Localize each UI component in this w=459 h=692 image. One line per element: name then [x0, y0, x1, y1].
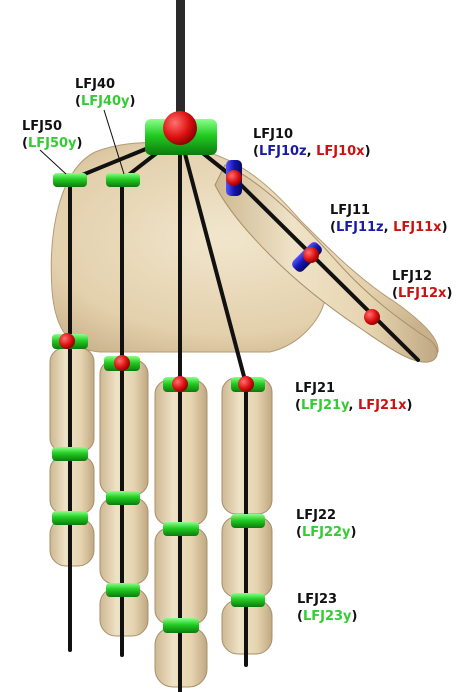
axis-y: LFJ40y [80, 94, 130, 109]
axis-z: LFJ11z [335, 220, 384, 235]
label-lfj10: LFJ10 (LFJ10z, LFJ10x) [253, 127, 371, 159]
axis-x: LFJ10x [316, 144, 365, 159]
wrist-rod [176, 0, 185, 125]
axis-x: LFJ21x [357, 398, 407, 413]
axis-x: LFJ12x [397, 286, 447, 301]
label-lfj21: LFJ21 (LFJ21y, LFJ21x) [295, 381, 413, 413]
joint-lfj23-marker [231, 593, 265, 607]
joint-lfj12-x-marker [364, 309, 380, 325]
x-axis-joints [59, 111, 380, 392]
axis-x: LFJ11x [393, 220, 442, 235]
joint-lfj40-marker [106, 173, 140, 187]
joint-lfj11-x-marker [303, 247, 319, 263]
axis-y: LFJ21y [300, 398, 349, 413]
joint-name: LFJ12 [392, 269, 433, 284]
leader-lines [39, 109, 125, 175]
label-lfj50: LFJ50 (LFJ50y) [22, 119, 83, 151]
label-lfj23: LFJ23 (LFJ23y) [297, 592, 358, 624]
joint-wrist-ball [163, 111, 197, 145]
joint-name: LFJ11 [330, 203, 371, 218]
label-lfj12: LFJ12 (LFJ12x) [392, 269, 453, 301]
label-lfj40: LFJ40 (LFJ40y) [75, 77, 136, 109]
finger-middle [154, 379, 208, 688]
joint-lfj21-x-marker [238, 376, 254, 392]
joint-lfj22-marker [231, 514, 265, 528]
axis-y: LFJ50y [27, 136, 77, 151]
label-lfj22: LFJ22 (LFJ22y) [296, 508, 357, 540]
axis-y: LFJ23y [302, 609, 352, 624]
joint-name: LFJ40 [75, 77, 116, 92]
joint-name: LFJ22 [296, 508, 337, 523]
joint-name: LFJ10 [253, 127, 294, 142]
label-lfj11: LFJ11 (LFJ11z, LFJ11x) [330, 203, 448, 235]
joint-name: LFJ23 [297, 592, 338, 607]
joint-name: LFJ50 [22, 119, 63, 134]
joint-lfj50-marker [53, 173, 87, 187]
axis-y: LFJ22y [301, 525, 351, 540]
joint-name: LFJ21 [295, 381, 336, 396]
axis-z: LFJ10z [258, 144, 307, 159]
joint-lfj10-x-marker [226, 170, 242, 186]
